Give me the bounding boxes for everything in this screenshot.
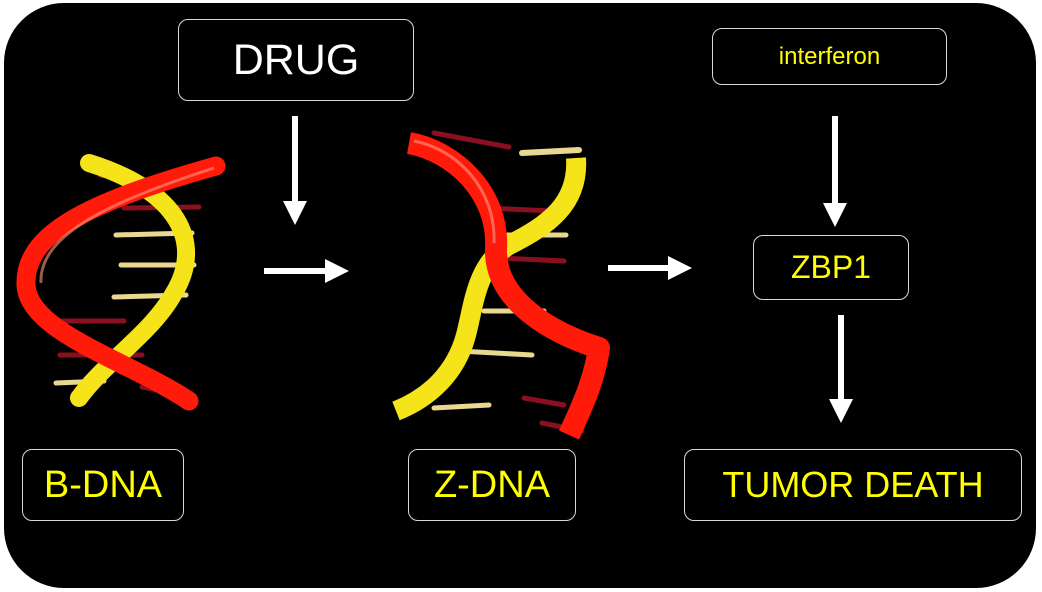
interferon-box: interferon [712, 28, 947, 85]
zbp1-label: ZBP1 [790, 249, 872, 285]
b-dna-box: B-DNA [22, 449, 184, 521]
zbp1-box: ZBP1 [753, 235, 909, 300]
tumor-death-box: TUMOR DEATH [684, 449, 1022, 521]
drug-box: DRUG [178, 19, 414, 101]
b-dna-helix-icon [16, 154, 226, 411]
arrows-layer [264, 116, 853, 423]
b-dna-label: B-DNA [43, 463, 163, 506]
z-dna-helix-icon [392, 130, 610, 440]
drug-label: DRUG [232, 35, 360, 84]
z-dna-box: Z-DNA [408, 449, 576, 521]
interferon-label: interferon [778, 42, 881, 70]
diagram-panel: DRUG interferon ZBP1 B-DNA Z-DNA TUMOR D… [4, 3, 1036, 588]
tumor-death-label: TUMOR DEATH [722, 464, 984, 505]
z-dna-label: Z-DNA [433, 463, 551, 506]
